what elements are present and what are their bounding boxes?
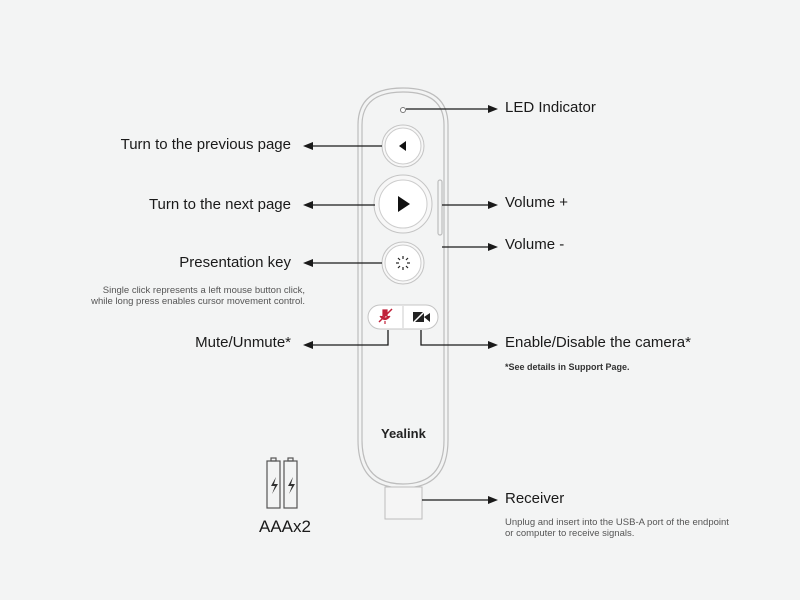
next-button[interactable] [373, 174, 433, 234]
label-camera: Enable/Disable the camera* [505, 334, 691, 351]
label-battery: AAAx2 [259, 517, 311, 536]
receiver [384, 486, 423, 520]
previous-button[interactable] [381, 124, 425, 168]
led-indicator [400, 107, 406, 113]
label-receiver: Receiver [505, 490, 565, 507]
label-volume-up: Volume + [505, 194, 568, 211]
arrowheads [303, 105, 498, 504]
brand-logo: Yealink [381, 426, 426, 441]
battery-icon [266, 457, 298, 509]
label-previous-page: Turn to the previous page [120, 136, 291, 153]
support-note: *See details in Support Page. [505, 362, 630, 372]
volume-rocker [437, 179, 443, 236]
label-presentation-key: Presentation key [179, 254, 291, 271]
triangle-left-icon [399, 141, 406, 151]
mic-muted-icon [379, 309, 391, 324]
label-next-page: Turn to the next page [148, 196, 291, 213]
label-led-indicator: LED Indicator [505, 99, 596, 116]
callout-lines [312, 108, 490, 501]
label-volume-down: Volume - [505, 236, 565, 253]
play-icon [398, 196, 410, 212]
mute-button[interactable] [378, 308, 393, 324]
presentation-key-button[interactable] [381, 241, 425, 285]
receiver-desc-1: Unplug and insert into the USB-A port of… [505, 517, 729, 528]
presentation-desc-1: Single click represents a left mouse but… [102, 285, 305, 296]
label-mute: Mute/Unmute* [195, 334, 291, 351]
remote-body [357, 87, 449, 489]
laser-pointer-icon [396, 256, 410, 270]
receiver-desc-2: or computer to receive signals. [505, 528, 635, 539]
camera-button[interactable] [411, 309, 430, 325]
presentation-desc-2: while long press enables cursor movement… [91, 296, 305, 307]
